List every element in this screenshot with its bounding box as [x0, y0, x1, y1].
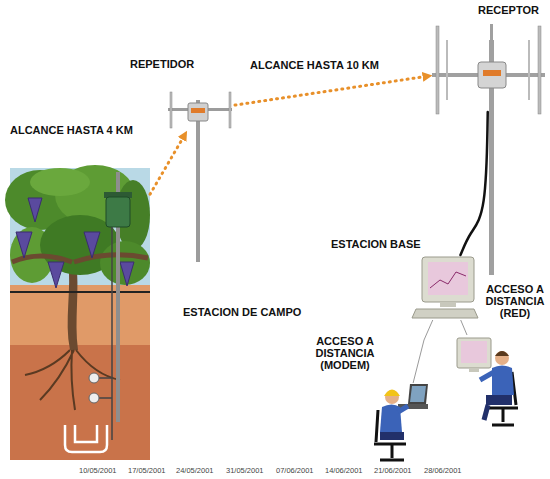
date-label: 14/06/2001 — [325, 466, 363, 475]
repeater-badge — [191, 108, 205, 113]
node-label: ACCESO A DISTANCIA (MODEM) — [310, 335, 380, 371]
radio-link — [235, 76, 430, 105]
network-line — [413, 320, 433, 383]
receiver-box — [478, 62, 506, 88]
soil — [10, 285, 150, 460]
date-label: 24/05/2001 — [176, 466, 214, 475]
grape-cluster — [84, 232, 100, 258]
moisture-probe — [65, 425, 107, 452]
vine-leaves — [30, 168, 90, 196]
person-hair — [495, 351, 509, 356]
receiver-antenna — [436, 26, 439, 114]
vine-leaves — [100, 241, 150, 285]
repeater-antenna — [170, 92, 172, 128]
person-head — [495, 351, 509, 365]
grape-cluster — [120, 262, 134, 286]
date-label: 17/05/2001 — [128, 466, 166, 475]
range-label: ALCANCE HASTA 4 KM — [10, 124, 133, 136]
date-label: 31/05/2001 — [226, 466, 264, 475]
base-station: ESTACION BASE — [416, 255, 478, 320]
monitor-stand — [469, 368, 479, 372]
repeater-box — [188, 103, 208, 121]
hard-hat — [384, 390, 400, 397]
person-body — [380, 405, 402, 433]
receiver-antenna: RECEPTOR — [430, 22, 547, 112]
monitor-screen — [461, 341, 487, 363]
monitor-stand — [440, 302, 456, 307]
keyboard — [412, 309, 478, 318]
network-line — [461, 320, 467, 335]
node-label: ESTACION DE CAMPO — [183, 306, 301, 318]
repeater-antenna — [229, 92, 231, 128]
repeater-pole — [196, 100, 200, 262]
node-label: RECEPTOR — [478, 4, 539, 16]
person-body — [492, 366, 514, 396]
drip-line — [10, 291, 150, 293]
antenna-cable — [460, 112, 487, 255]
data-logger — [106, 197, 130, 227]
laptop-screen — [410, 386, 426, 402]
remote-network-user: ACCESO A DISTANCIA (RED) — [455, 335, 517, 425]
receiver-antenna — [538, 26, 541, 114]
monitor — [422, 257, 474, 302]
field-station: ESTACION DE CAMPO — [10, 168, 150, 460]
monitor-screen — [428, 262, 468, 295]
date-label: 21/06/2001 — [374, 466, 412, 475]
remote-modem-user: ACCESO A DISTANCIA (MODEM) — [372, 383, 434, 463]
node-label: ESTACION BASE — [331, 238, 421, 250]
person-arm — [480, 372, 494, 380]
vine-roots — [25, 350, 120, 410]
date-label: 28/06/2001 — [424, 466, 462, 475]
date-label: 07/06/2001 — [276, 466, 314, 475]
vine-arm — [74, 255, 148, 262]
receiver-element — [528, 40, 530, 100]
person-legs — [380, 432, 404, 440]
person-arm — [398, 406, 408, 412]
person-legs — [486, 395, 512, 405]
repeater-tower: REPETIDOR — [163, 88, 235, 133]
radio-link — [150, 133, 186, 194]
person-head — [385, 390, 399, 404]
sensor-cable — [98, 227, 112, 440]
grape-cluster — [48, 262, 64, 288]
node-label: ACCESO A DISTANCIA (RED) — [481, 283, 549, 319]
grape-cluster — [28, 198, 42, 222]
vine-arm — [12, 256, 72, 262]
grape-cluster — [16, 232, 32, 258]
soil-sensor — [89, 393, 99, 403]
person-legs — [484, 405, 488, 420]
screen-graph — [430, 272, 466, 288]
monitor — [457, 338, 491, 368]
receiver-spike — [490, 24, 493, 42]
date-label: 10/05/2001 — [79, 466, 117, 475]
topsoil — [10, 285, 150, 345]
laptop-lid — [408, 384, 428, 404]
receiver-element — [446, 40, 448, 100]
soil-sensor — [89, 373, 99, 383]
receiver-badge — [483, 70, 501, 76]
range-label: ALCANCE HASTA 10 KM — [250, 59, 379, 71]
node-label: REPETIDOR — [130, 58, 194, 70]
